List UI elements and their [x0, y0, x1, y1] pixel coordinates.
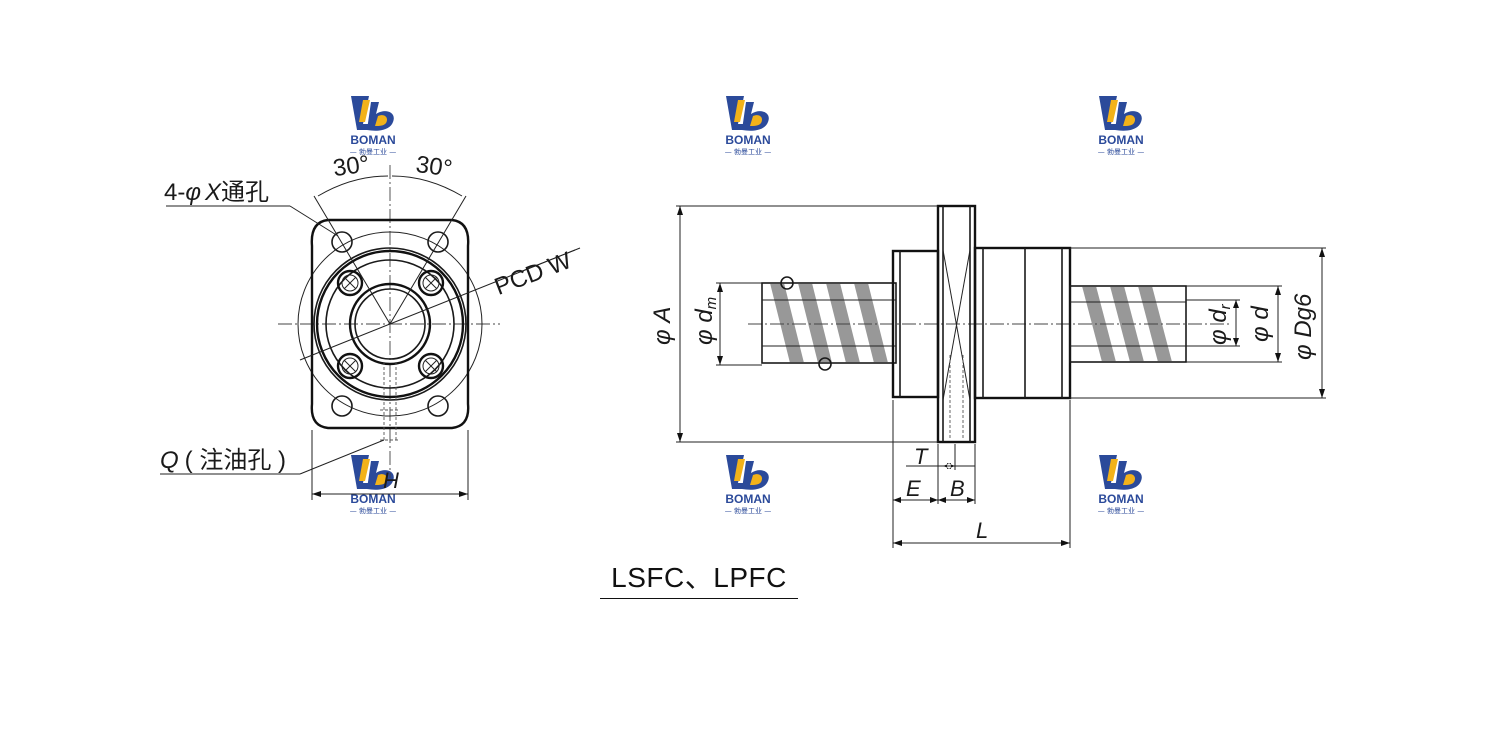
phi-dg6-label: φ Dg6: [1290, 293, 1317, 360]
side-view: φ A φ dm φ dr φ d φ Dg6 T E B L: [649, 204, 1326, 548]
through-hole: [331, 231, 353, 253]
logo-watermark-4: BOMAN — 勃曼工业 —: [350, 455, 396, 515]
angle-right-label: 30°: [414, 151, 454, 183]
logo-watermark-2: BOMAN — 勃曼工业 —: [725, 96, 771, 156]
pcd-circle: [297, 231, 483, 417]
nut-body-right: [973, 246, 1072, 400]
logo-sub: — 勃曼工业 —: [350, 506, 396, 515]
screw-shaft-right: [1069, 285, 1187, 363]
pcd-label: PCD W: [491, 247, 576, 301]
screw: [417, 352, 445, 380]
bore: [348, 282, 432, 366]
angle-left-label: 30°: [331, 150, 371, 182]
flange-outline: [310, 218, 470, 430]
logo-sub: — 勃曼工业 —: [1098, 506, 1144, 515]
logo-name: BOMAN: [350, 492, 395, 506]
logo-sub: — 勃曼工业 —: [725, 147, 771, 156]
phi-d-label: φ d: [1247, 306, 1274, 342]
b-dimension-label: B: [950, 476, 965, 501]
oil-hole-label: Q( 注油孔 ): [160, 447, 286, 474]
phi-dr-label: φ dr: [1205, 303, 1234, 345]
figure-caption: LSFC、LPFC: [600, 556, 798, 599]
phi-dm-label: φ dm: [691, 297, 720, 345]
screw: [336, 352, 364, 380]
logo-sub: — 勃曼工业 —: [350, 147, 396, 156]
through-hole: [331, 395, 353, 417]
screw-thread-right: [1070, 286, 1186, 362]
through-hole: [427, 231, 449, 253]
screw: [417, 269, 445, 297]
logo-sub: — 勃曼工业 —: [725, 506, 771, 515]
t-dimension-label: T: [914, 444, 929, 469]
logo-watermark-5: BOMAN — 勃曼工业 —: [725, 455, 771, 515]
logo-name: BOMAN: [1098, 492, 1143, 506]
logo-name: BOMAN: [725, 492, 770, 506]
through-hole: [427, 395, 449, 417]
screw: [336, 269, 364, 297]
logo-name: BOMAN: [725, 133, 770, 147]
phi-a-label: φ A: [649, 307, 676, 345]
h-dimension-label: H: [383, 468, 399, 493]
l-dimension-label: L: [976, 518, 988, 543]
logo-name: BOMAN: [1098, 133, 1143, 147]
logo-name: BOMAN: [350, 133, 395, 147]
logo-watermark-3: BOMAN — 勃曼工业 —: [1098, 96, 1144, 156]
logo-watermark-6: BOMAN — 勃曼工业 —: [1098, 455, 1144, 515]
e-dimension-label: E: [906, 476, 921, 501]
screw-thread-left: [762, 283, 896, 363]
logo-sub: — 勃曼工业 —: [1098, 147, 1144, 156]
logo-watermark-1: BOMAN — 勃曼工业 —: [350, 96, 396, 156]
